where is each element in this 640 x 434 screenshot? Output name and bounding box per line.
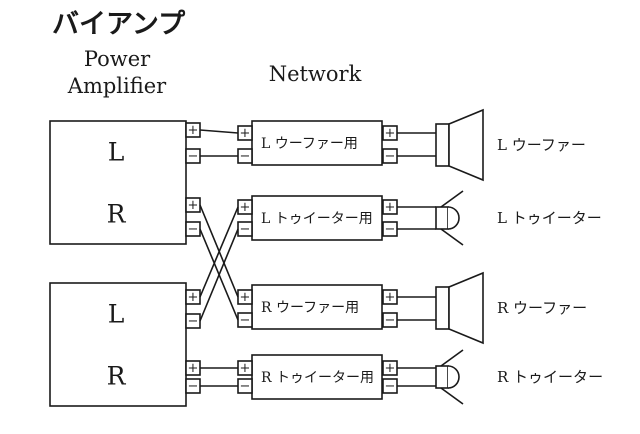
network-3-input-minus-terminal-symbol: − [240,313,251,328]
network-1-input-minus-terminal-symbol: − [240,149,251,164]
speaker-4-label: R トゥイーター [497,368,603,386]
network-4-output-plus-terminal-symbol: + [385,361,396,376]
network-3-output-minus-terminal-symbol: − [385,313,396,328]
amplifier-unit-2 [49,282,187,407]
amp-output-4-minus-terminal-symbol: − [188,379,199,394]
tweeter-4-body [435,365,449,389]
amp-output-3-minus-terminal-symbol: − [188,314,199,329]
tweeter-4-dome [447,365,460,389]
network-header: Network [268,62,362,86]
speaker-1-label: L ウーファー [497,136,586,154]
tweeter-2-flare-top [440,190,464,208]
amp-output-1-plus-terminal-symbol: + [188,123,199,138]
amplifier-1-channel-l-label: L [108,138,125,167]
amplifier-header-line1: Power [83,47,151,71]
network-4-label: R トゥイーター用 [261,370,374,386]
amp-to-network-wire-5 [199,206,239,298]
network-3-input-plus-terminal-symbol: + [240,290,251,305]
woofer-3-magnet [435,286,450,330]
network-2-output-minus-terminal-symbol: − [385,222,396,237]
amp-output-2-minus-terminal-symbol: − [188,222,199,237]
tweeter-2-body [435,206,449,230]
amplifier-header-line2: Amplifier [67,74,167,98]
network-1-input-plus-terminal-symbol: + [240,126,251,141]
network-2-output-plus-terminal-symbol: + [385,200,396,215]
network-2-input-plus-terminal-symbol: + [240,200,251,215]
amplifier-2-channel-l-label: L [108,300,125,329]
amp-to-network-wire-1 [199,129,239,134]
tweeter-2-flare-bottom [440,228,464,246]
tweeter-4-flare-top [440,349,464,367]
diagram-title: バイアンプ [52,9,186,40]
amplifier-1-channel-r-label: R [107,200,127,229]
network-4-input-minus-terminal-symbol: − [240,379,251,394]
network-3-label: R ウーファー用 [261,300,359,316]
network-box-2 [251,195,383,241]
amplifier-2-channel-r-label: R [107,362,127,391]
tweeter-4-flare-bottom [440,387,464,405]
network-4-output-minus-terminal-symbol: − [385,379,396,394]
network-2-label: L トゥイーター用 [261,211,373,227]
woofer-3-cone [448,271,484,345]
tweeter-2-dome [447,206,460,230]
speaker-3-label: R ウーファー [497,299,587,317]
speaker-2-label: L トゥイーター [497,209,602,227]
network-box-3 [251,284,383,330]
amplifier-header: Power Amplifier [52,46,182,100]
network-1-output-plus-terminal-symbol: + [385,126,396,141]
amp-output-3-plus-terminal-symbol: + [188,290,199,305]
network-box-4 [251,354,383,400]
network-2-input-minus-terminal-symbol: − [240,222,251,237]
amp-output-2-plus-terminal-symbol: + [188,198,199,213]
network-1-output-minus-terminal-symbol: − [385,149,396,164]
woofer-1-magnet [435,123,450,167]
network-box-1 [251,120,383,166]
amp-to-network-wire-6 [199,228,239,322]
network-3-output-plus-terminal-symbol: + [385,290,396,305]
amplifier-unit-1 [49,120,187,245]
amp-output-4-plus-terminal-symbol: + [188,361,199,376]
woofer-1-cone [448,108,484,182]
network-1-label: L ウーファー用 [261,136,358,152]
amp-output-1-minus-terminal-symbol: − [188,149,199,164]
network-4-input-plus-terminal-symbol: + [240,361,251,376]
